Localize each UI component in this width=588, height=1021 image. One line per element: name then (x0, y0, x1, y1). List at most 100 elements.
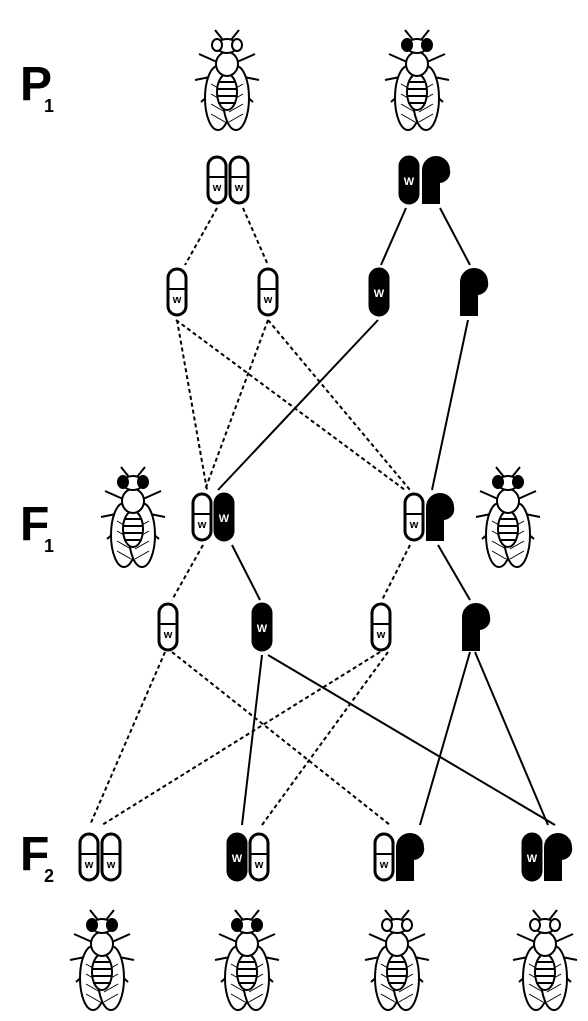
eye-icon (251, 918, 263, 932)
p1-fly-1-white-eyed (194, 29, 260, 131)
dashed-line (242, 207, 269, 266)
chromosome-y (396, 833, 425, 881)
allele-label: W (219, 513, 230, 525)
dashed-line (184, 207, 218, 266)
solid-line (217, 319, 379, 491)
chromosome-x-w: w (157, 602, 179, 652)
eye-icon (381, 918, 393, 932)
allele-label: w (376, 629, 386, 641)
svg-text:2: 2 (44, 866, 54, 886)
eye-icon (137, 475, 149, 489)
f1-fly-2-red-eyed (475, 466, 541, 568)
svg-text:1: 1 (44, 96, 54, 116)
label-f2: F 2 (20, 828, 54, 886)
allele-label: w (197, 519, 207, 531)
allele-label: w (163, 629, 173, 641)
label-f1: F 1 (20, 498, 54, 556)
chromosome-x-w: w (100, 832, 122, 882)
allele-label: w (106, 859, 116, 871)
solid-line (431, 319, 469, 491)
chromosome-y (462, 603, 491, 651)
allele-label: W (257, 623, 268, 635)
solid-line (419, 651, 471, 826)
chromosome-y (544, 833, 573, 881)
dashed-line (171, 651, 391, 826)
f1-fly-1-red-eyed (100, 466, 166, 568)
label-p1: P 1 (20, 58, 54, 116)
chromosome-x-w: W (251, 602, 273, 652)
allele-label: W (404, 176, 415, 188)
svg-text:F: F (20, 828, 49, 881)
chromosome-x-w: w (373, 832, 395, 882)
dashed-line (89, 651, 166, 826)
dashed-line (175, 319, 406, 491)
eye-icon (211, 38, 223, 52)
solid-line (474, 651, 549, 826)
eye-icon (401, 38, 413, 52)
f2-fly-1-red-eyed (69, 909, 135, 1011)
allele-label: w (263, 294, 273, 306)
eye-icon (512, 475, 524, 489)
solid-line (437, 544, 471, 601)
chromosome-y (422, 156, 451, 204)
chromosome-x-w: W (368, 267, 390, 317)
allele-label: w (84, 859, 94, 871)
chromosome-x-w: w (403, 492, 425, 542)
dashed-line (176, 319, 208, 491)
eye-icon (231, 918, 243, 932)
chromosome-x-w: w (206, 155, 228, 205)
f2-fly-3-white-eyed (364, 909, 430, 1011)
chromosome-x-w: w (257, 267, 279, 317)
chromosome-x-w: w (228, 155, 250, 205)
dashed-line (171, 544, 204, 601)
eye-icon (401, 918, 413, 932)
svg-text:F: F (20, 498, 49, 551)
chromosome-x-w: w (166, 267, 188, 317)
f2-fly-4-white-eyed (512, 909, 578, 1011)
allele-label: w (409, 519, 419, 531)
solid-line (241, 654, 263, 826)
allele-label: w (254, 859, 264, 871)
allele-label: W (374, 288, 385, 300)
eye-icon (117, 475, 129, 489)
dashed-line (261, 651, 389, 826)
eye-icon (231, 38, 243, 52)
solid-line (231, 544, 261, 601)
chromosome-x-w: W (521, 832, 543, 882)
solid-line (380, 207, 407, 266)
eye-icon (421, 38, 433, 52)
eye-icon (529, 918, 541, 932)
solid-line (439, 207, 471, 266)
chromosome-x-w: W (213, 492, 235, 542)
eye-icon (492, 475, 504, 489)
p1-fly-2-red-eyed (384, 29, 450, 131)
svg-text:1: 1 (44, 536, 54, 556)
dashed-line (204, 319, 269, 491)
f2-fly-2-red-eyed (214, 909, 280, 1011)
allele-label: w (212, 182, 222, 194)
eye-icon (86, 918, 98, 932)
svg-text:P: P (20, 58, 52, 111)
allele-label: w (172, 294, 182, 306)
allele-label: W (232, 853, 243, 865)
chromosome-x-w: w (191, 492, 213, 542)
dashed-line (381, 544, 411, 601)
allele-label: w (234, 182, 244, 194)
chromosome-y (460, 268, 489, 316)
eye-icon (106, 918, 118, 932)
allele-label: w (379, 859, 389, 871)
chromosome-x-w: W (226, 832, 248, 882)
eye-icon (549, 918, 561, 932)
dashed-line (267, 319, 411, 491)
solid-line (267, 654, 556, 826)
flies (69, 29, 578, 1011)
chromosome-x-w: w (78, 832, 100, 882)
chromosome-x-w: W (398, 155, 420, 205)
cross-lines (89, 207, 556, 826)
chromosome-x-w: w (370, 602, 392, 652)
allele-label: W (527, 853, 538, 865)
dashed-line (101, 651, 381, 826)
chromosome-x-w: w (248, 832, 270, 882)
